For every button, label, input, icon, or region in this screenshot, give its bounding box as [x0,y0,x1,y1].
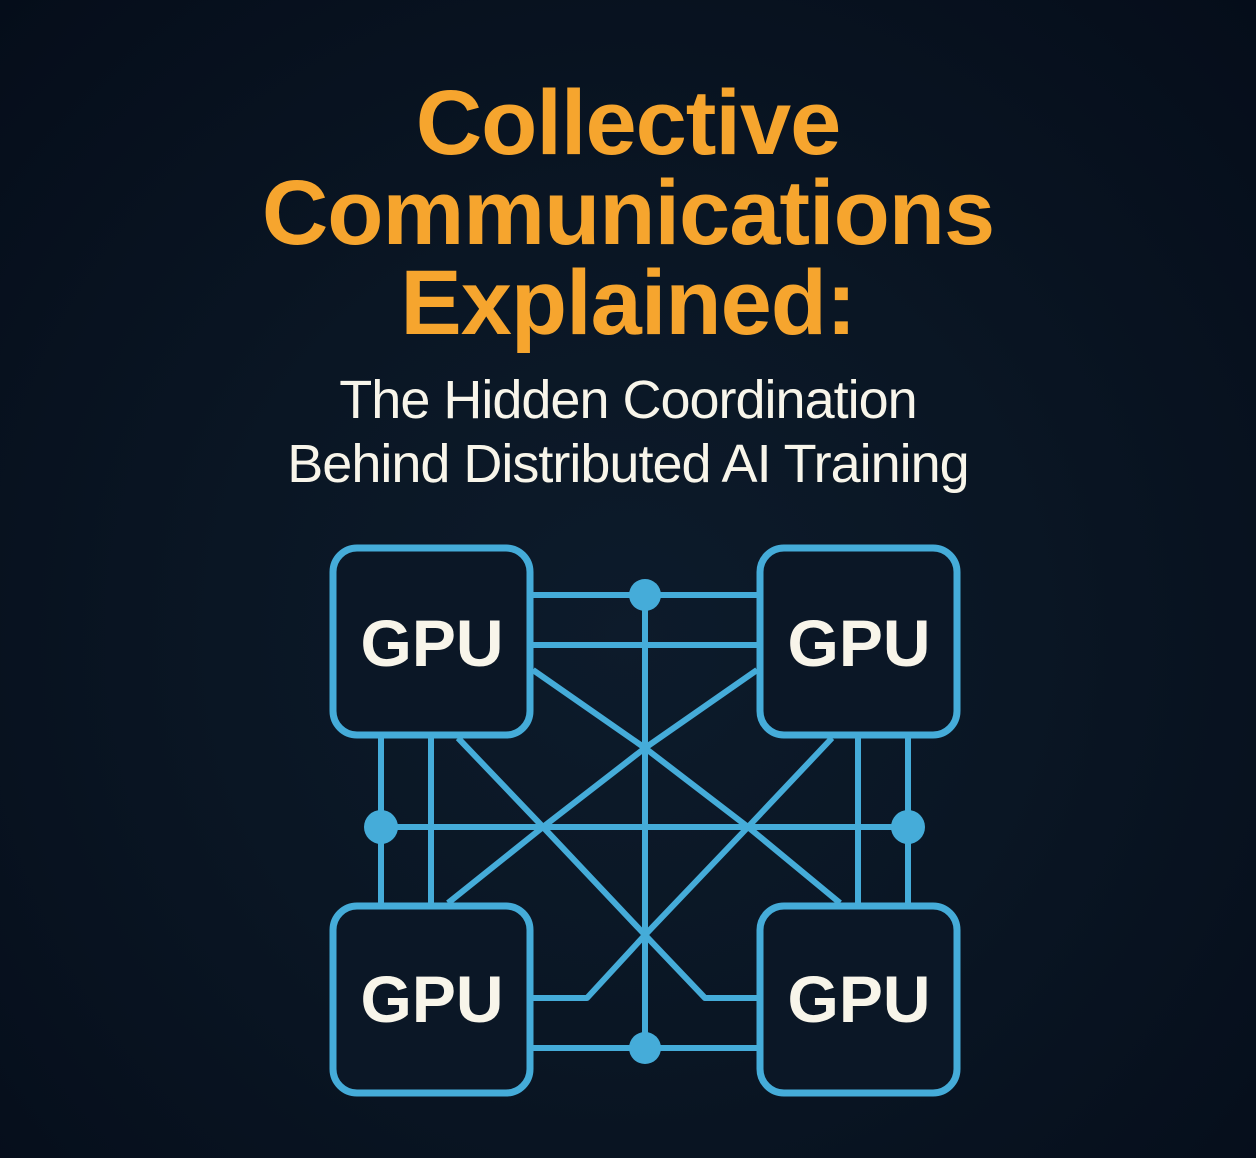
gpu-node-top-right: GPU [756,544,961,739]
link-diagonal-tl-bottom [455,735,648,938]
junction-dots [364,579,925,1064]
subtitle-line-1: The Hidden Coordination [339,370,917,430]
gpu-chip-icon [756,902,961,1097]
gpu-node-bottom-right: GPU [756,902,961,1097]
link-bottom-left-bend [533,932,648,1001]
gpu-label: GPU [360,962,503,1036]
link-diagonal-tr-bl [446,667,759,906]
gpu-chip-icon [329,902,534,1097]
junction-dot-top [629,579,661,611]
page-title: Collective Communications Explained: [0,72,1256,354]
link-bottom-right-bend [642,932,757,1001]
title-line-1: Collective [415,72,842,174]
gpu-label: GPU [360,606,503,680]
gpu-chip-icon [756,544,961,739]
junction-dot-bottom [629,1032,661,1064]
gpu-node-top-left: GPU [329,544,534,739]
link-diagonal-tr-bottom [642,735,835,938]
subtitle-line-2: Behind Distributed AI Training [287,434,969,494]
title-line-3: Explained: [400,252,856,354]
junction-dot-left [364,810,398,844]
title-line-2: Communications [261,162,995,264]
subtitle: The Hidden Coordination Behind Distribut… [0,368,1256,496]
link-diagonal-tl-br [531,667,842,906]
gpu-chip-icon [329,544,534,739]
gpu-label: GPU [787,962,930,1036]
gpu-label: GPU [787,606,930,680]
junction-dot-right [891,810,925,844]
gpu-node-bottom-left: GPU [329,902,534,1097]
